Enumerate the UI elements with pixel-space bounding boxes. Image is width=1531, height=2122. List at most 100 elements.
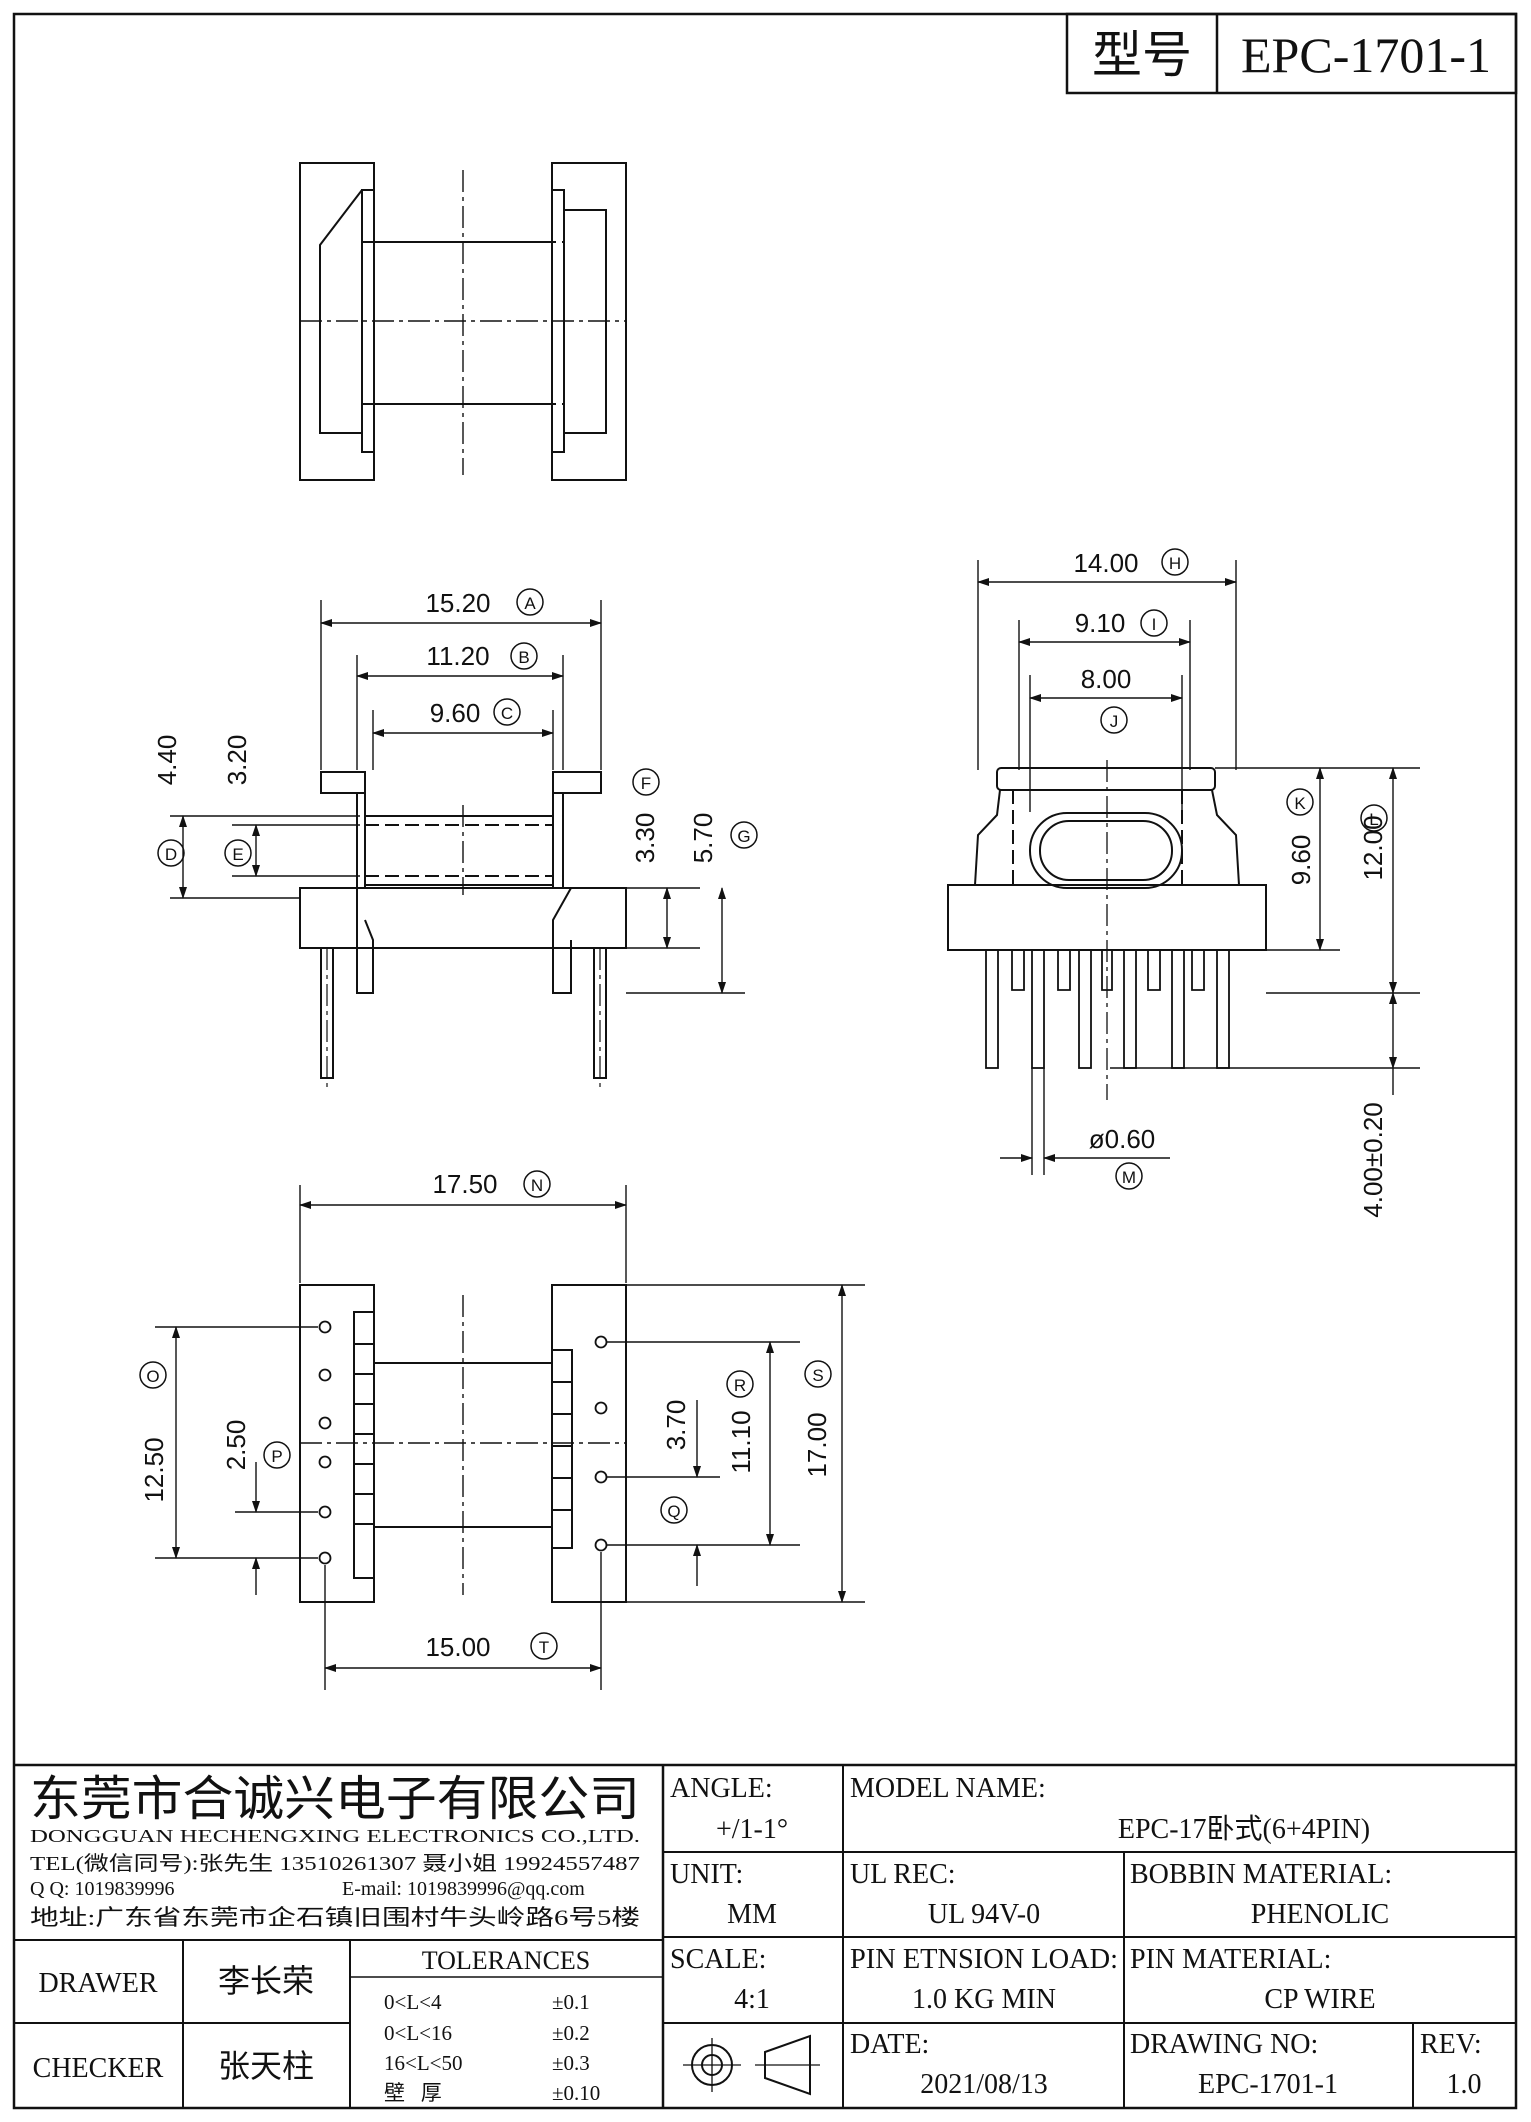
tol-value-4: ±0.10 — [552, 2081, 600, 2105]
dim-j-value: 8.00 — [1081, 664, 1132, 694]
dim-a-value: 15.20 — [425, 588, 490, 618]
dim-a-marker — [516, 588, 544, 616]
dim-f-letter: F — [641, 774, 651, 793]
side-labels: 14.00 H 9.10 I 8.00 J K 9.60 12.00 L 4.0… — [1073, 548, 1388, 1218]
company-qq: Q Q: 1019839996 — [30, 1878, 174, 1900]
date-value: 2021/08/13 — [920, 2069, 1048, 2100]
dim-n-value: 17.50 — [432, 1169, 497, 1199]
scale-value: 4:1 — [734, 1984, 770, 2015]
dim-o-letter: O — [146, 1367, 159, 1386]
dim-r-value: 11.10 — [726, 1410, 756, 1473]
company-address: 地址:广东省东莞市企石镇旧围村牛头岭路6号5楼 — [30, 1905, 640, 1930]
drawer-label: DRAWER — [38, 1968, 157, 1999]
dim-q-marker — [660, 1496, 688, 1524]
dim-p-value: 2.50 — [221, 1420, 251, 1471]
dim-t-value: 15.00 — [425, 1632, 490, 1662]
company-name-en: DONGGUAN HECHENGXING ELECTRONICS CO.,LTD… — [30, 1826, 640, 1846]
checker-name: 张天柱 — [218, 2048, 314, 2084]
front-labels: 15.20 A 11.20 B 9.60 C 4.40 D 3.20 E F 3… — [152, 588, 758, 867]
dim-g-letter: G — [737, 827, 750, 846]
bottom-pin-holes — [318, 1320, 608, 1565]
dim-g-marker — [730, 821, 758, 849]
dim-i-letter: I — [1152, 615, 1157, 634]
pin-load-value: 1.0 KG MIN — [912, 1984, 1056, 2015]
dim-g-value: 5.70 — [688, 813, 718, 864]
tolerances-title: TOLERANCES — [422, 1946, 591, 1975]
dim-p-marker — [263, 1441, 291, 1469]
dim-j-marker — [1100, 706, 1128, 734]
projection-symbol-icon — [683, 2034, 820, 2096]
tol-value-2: ±0.2 — [552, 2021, 590, 2045]
tol-value-3: ±0.3 — [552, 2051, 590, 2075]
unit-value: MM — [727, 1899, 777, 1930]
dim-h-value: 14.00 — [1073, 548, 1138, 578]
top-view — [299, 162, 627, 481]
company-info: 东莞市合诚兴电子有限公司 DONGGUAN HECHENGXING ELECTR… — [30, 1773, 640, 1930]
dim-b-value: 11.20 — [426, 641, 489, 671]
dim-t-marker — [530, 1632, 558, 1660]
dim-s-letter: S — [812, 1366, 823, 1385]
drawer-name: 李长荣 — [218, 1963, 314, 1999]
tol-range-2: 0<L<16 — [384, 2021, 452, 2045]
bottom-labels: 17.50 N O 12.50 2.50 P 3.70 Q R 11.10 S … — [139, 1169, 832, 1662]
ul-rec-label: UL REC: — [850, 1859, 956, 1890]
dim-e-marker — [224, 839, 252, 867]
bobbin-material-value: PHENOLIC — [1251, 1899, 1389, 1930]
bobbin-material-label: BOBBIN MATERIAL: — [1130, 1859, 1392, 1890]
dim-l-letter: L — [1369, 810, 1378, 829]
tol-range-3: 16<L<50 — [384, 2051, 463, 2075]
dim-b-letter: B — [518, 648, 529, 667]
scale-label: SCALE: — [670, 1944, 766, 1975]
dim-s-value: 17.00 — [802, 1412, 832, 1477]
dim-d-letter: D — [165, 845, 177, 864]
tol-value-1: ±0.1 — [552, 1990, 590, 2014]
dim-l-value: 12.00 — [1358, 815, 1388, 880]
pin-material-label: PIN MATERIAL: — [1130, 1944, 1331, 1975]
title-block-fields: ANGLE: +/1-1° MODEL NAME: EPC-17卧式(6+4PI… — [33, 1773, 1482, 2105]
dim-i-value: 9.10 — [1075, 608, 1126, 638]
dim-i-marker — [1140, 609, 1168, 637]
dim-c-marker — [493, 698, 521, 726]
pin-load-label: PIN ETNSION LOAD: — [850, 1944, 1118, 1975]
title-block-grid — [14, 1763, 1516, 2108]
dim-j-letter: J — [1110, 712, 1119, 731]
dim-r-marker — [726, 1370, 754, 1398]
front-view — [299, 771, 627, 1088]
dim-p-letter: P — [271, 1447, 282, 1466]
dim-e-letter: E — [232, 845, 243, 864]
bottom-view — [299, 1284, 627, 1603]
ul-rec-value: UL 94V-0 — [928, 1899, 1040, 1930]
date-label: DATE: — [850, 2029, 929, 2060]
pin-material-value: CP WIRE — [1264, 1984, 1375, 2015]
dim-m-letter: M — [1122, 1168, 1136, 1187]
side-dimensions — [977, 560, 1420, 1175]
company-name-cn: 东莞市合诚兴电子有限公司 — [30, 1773, 640, 1826]
rev-value: 1.0 — [1447, 2069, 1482, 2100]
dim-f-marker — [632, 768, 660, 796]
dim-k-letter: K — [1294, 794, 1306, 813]
sheet-border — [12, 12, 1518, 2110]
dim-t-letter: T — [539, 1638, 549, 1657]
dim-k-value: 9.60 — [1286, 835, 1316, 886]
dim-q-value: 3.70 — [661, 1400, 691, 1451]
dim-a-letter: A — [524, 594, 536, 613]
side-view — [947, 760, 1267, 1100]
dim-m-marker — [1115, 1162, 1143, 1190]
dim-l-marker — [1360, 804, 1388, 832]
tol-range-4: 壁 厚 — [384, 2081, 442, 2105]
drawing-no-value: EPC-1701-1 — [1198, 2069, 1338, 2100]
checker-label: CHECKER — [33, 2053, 164, 2084]
bottom-dimensions — [155, 1185, 865, 1690]
unit-label: UNIT: — [670, 1859, 743, 1890]
dim-c-value: 9.60 — [430, 698, 481, 728]
dim-c-letter: C — [501, 704, 513, 723]
model-name-label: MODEL NAME: — [850, 1773, 1046, 1804]
dim-r-letter: R — [734, 1376, 746, 1395]
model-header: 型号 EPC-1701-1 — [1065, 12, 1518, 95]
dim-h-marker — [1161, 548, 1189, 576]
company-tel: TEL(微信同号):张先生 13510261307 聂小姐 1992455748… — [30, 1852, 640, 1875]
model-name-value: EPC-17卧式(6+4PIN) — [1118, 1813, 1370, 1845]
front-dimensions — [170, 600, 745, 994]
dim-b-marker — [510, 642, 538, 670]
dim-m-value: ø0.60 — [1089, 1124, 1156, 1154]
